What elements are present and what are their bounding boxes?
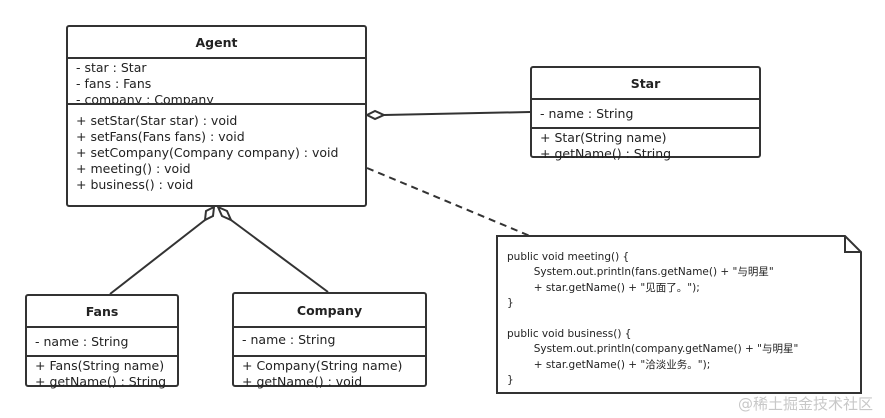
methods: + Company(String name) + getName() : voi… xyxy=(234,357,425,391)
class-agent[interactable]: Agent - star : Star - fans : Fans - comp… xyxy=(66,25,367,207)
method: + Company(String name) xyxy=(242,358,403,373)
method: + setCompany(Company company) : void xyxy=(76,145,339,160)
method: + meeting() : void xyxy=(76,161,191,176)
aggregation-diamond-company xyxy=(216,205,233,222)
note-fold xyxy=(844,236,861,253)
method: + getName() : String xyxy=(540,146,672,161)
method: + setStar(Star star) : void xyxy=(76,113,238,128)
class-name: Fans xyxy=(27,296,177,328)
attribute: - fans : Fans xyxy=(76,76,152,91)
note-link-line xyxy=(366,167,531,237)
aggregation-line-fans xyxy=(109,219,206,295)
code-note[interactable]: public void meeting() { System.out.print… xyxy=(497,236,861,393)
class-name: Agent xyxy=(68,27,365,59)
aggregation-diamond-star xyxy=(364,109,387,121)
attribute: - name : String xyxy=(35,334,129,349)
attribute: - name : String xyxy=(540,106,634,121)
class-name: Star xyxy=(532,68,759,100)
method: + getName() : void xyxy=(242,374,363,389)
attribute: - name : String xyxy=(242,332,336,347)
method: + Star(String name) xyxy=(540,130,667,145)
attributes: - name : String xyxy=(234,328,425,357)
watermark: @稀土掘金技术社区 xyxy=(737,395,873,413)
aggregation-line-company xyxy=(230,219,329,293)
attributes: - star : Star - fans : Fans - company : … xyxy=(68,59,365,105)
attribute: - company : Company xyxy=(76,92,214,105)
methods: + Fans(String name) + getName() : String xyxy=(27,357,177,391)
method: + business() : void xyxy=(76,177,194,192)
class-fans[interactable]: Fans - name : String + Fans(String name)… xyxy=(25,294,179,389)
aggregation-line-star xyxy=(383,111,531,116)
attributes: - name : String xyxy=(27,328,177,357)
attribute: - star : Star xyxy=(76,60,147,75)
method: + getName() : String xyxy=(35,374,167,389)
method: + Fans(String name) xyxy=(35,358,165,373)
method: + setFans(Fans fans) : void xyxy=(76,129,245,144)
methods: + setStar(Star star) : void + setFans(Fa… xyxy=(68,105,365,194)
aggregation-diamond-fans xyxy=(203,205,216,222)
note-shape xyxy=(496,235,862,394)
note-text: public void meeting() { System.out.print… xyxy=(507,251,799,387)
class-company[interactable]: Company - name : String + Company(String… xyxy=(232,292,427,389)
class-star[interactable]: Star - name : String + Star(String name)… xyxy=(530,66,761,161)
class-name: Company xyxy=(234,294,425,328)
methods: + Star(String name) + getName() : String xyxy=(532,129,759,163)
attributes: - name : String xyxy=(532,100,759,129)
